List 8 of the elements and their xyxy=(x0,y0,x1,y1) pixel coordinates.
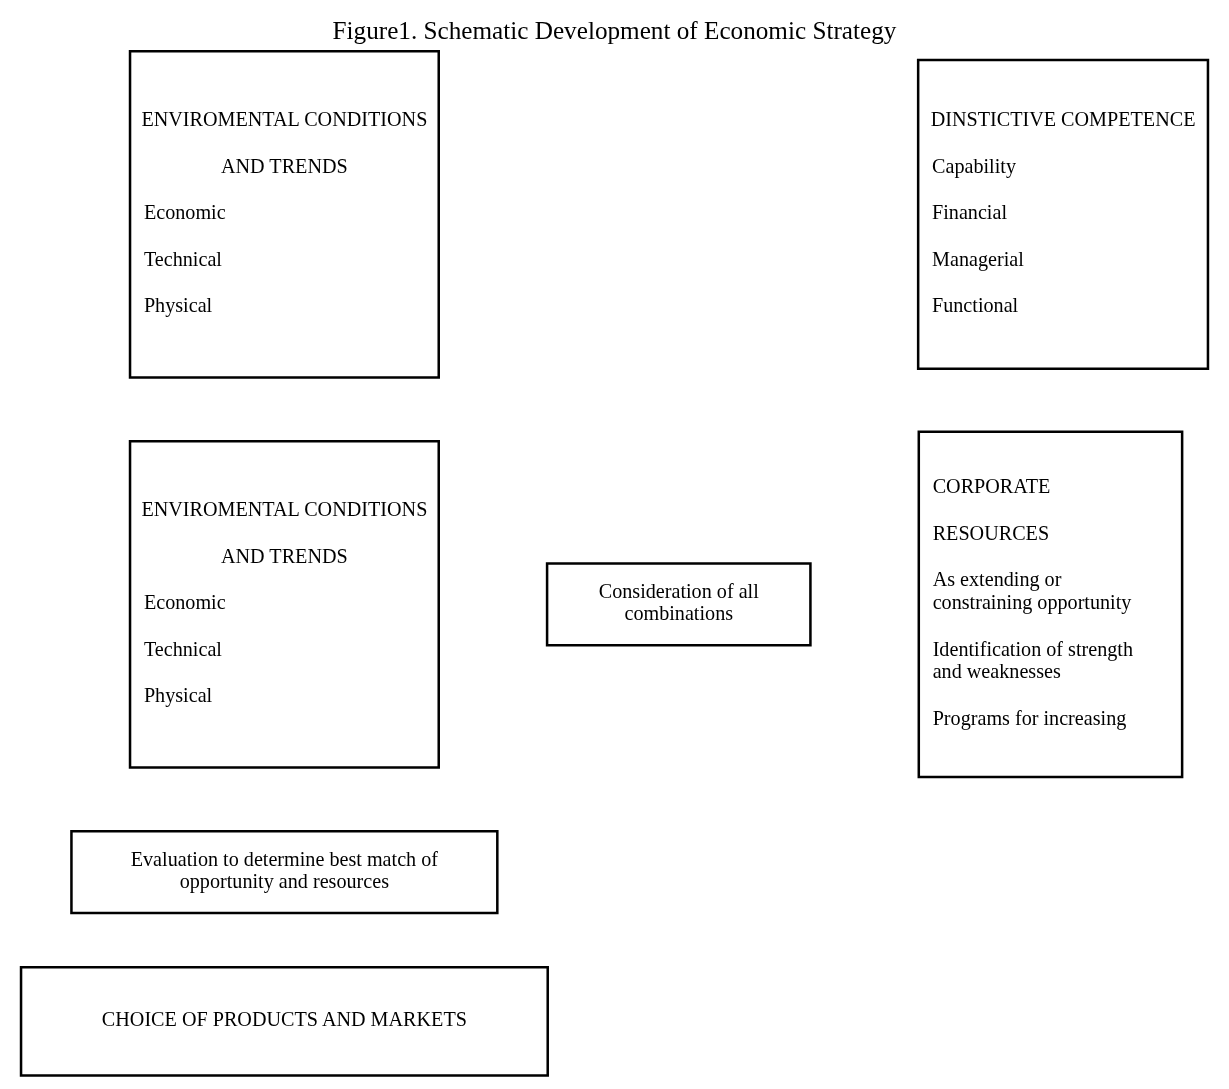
diagram-title: Figure1. Schematic Development of Economic Strategy xyxy=(332,16,897,44)
node-box: ENVIROMENTAL CONDITIONS AND TRENDS Economic Technical Physical xyxy=(128,439,440,769)
node-box: DINSTICTIVE COMPETENCE Capability Financial Managerial Functional xyxy=(916,58,1210,370)
node-box: Consideration of all combinations xyxy=(545,562,812,647)
node-box: CORPORATE RESOURCES As extending or constraining opportunity Identification of strength and weaknesses Programs for increasing xyxy=(917,430,1184,779)
node-box: ENVIROMENTAL CONDITIONS AND TRENDS Economic Technical Physical xyxy=(128,49,440,379)
node-box: Evaluation to determine best match of opportunity and resources xyxy=(70,829,499,915)
node-box: CHOICE OF PRODUCTS AND MARKETS xyxy=(19,965,549,1077)
